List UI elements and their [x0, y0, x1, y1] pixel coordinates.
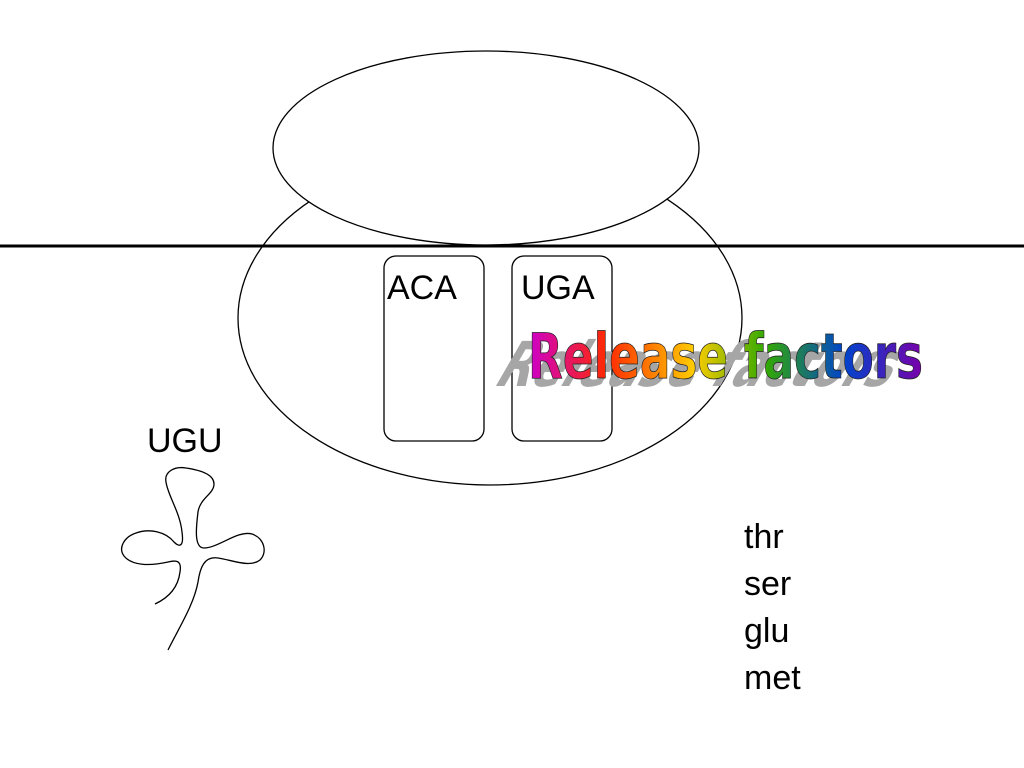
- p-site-box: [383, 255, 485, 442]
- peptide-chain: thr ser glu met: [744, 514, 801, 702]
- trna-outline: [121, 466, 265, 651]
- small-ribosomal-subunit: [272, 50, 700, 246]
- amino-acid-glu: glu: [744, 612, 790, 650]
- a-site-box: [511, 255, 613, 442]
- amino-acid-thr: thr: [744, 518, 784, 556]
- trna-anticodon-label: UGU: [147, 422, 223, 460]
- release-factors-wordart: Release factors Release factors: [483, 320, 923, 401]
- amino-acid-ser: ser: [744, 565, 792, 603]
- codon-label-p-site: ACA: [387, 269, 457, 307]
- release-factors-shadow: Release factors: [483, 329, 920, 401]
- codon-label-a-site: UGA: [521, 269, 595, 307]
- amino-acid-met: met: [744, 659, 801, 697]
- release-factors-text: Release factors: [528, 320, 923, 393]
